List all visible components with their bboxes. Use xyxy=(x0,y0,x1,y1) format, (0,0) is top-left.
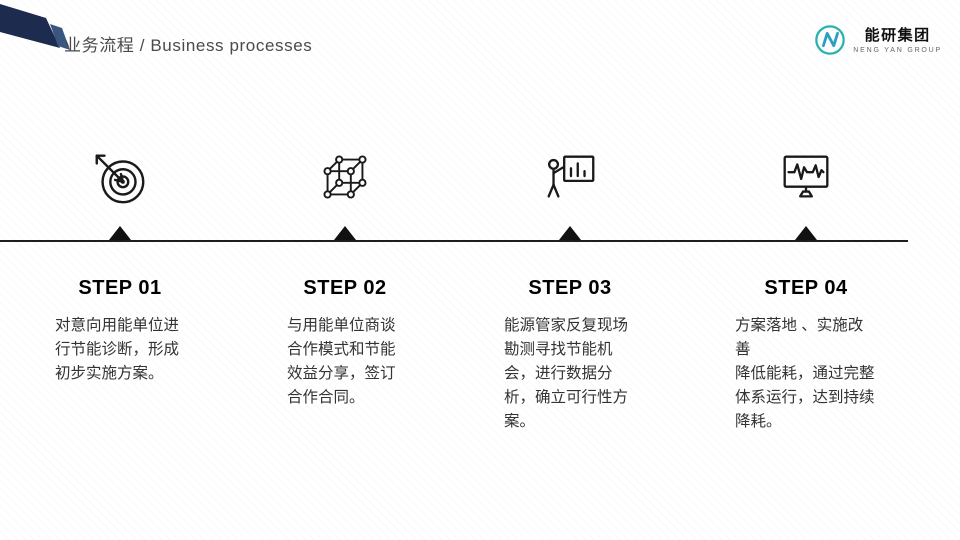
timeline-marker-triangle xyxy=(559,226,581,240)
timeline-marker-triangle xyxy=(795,226,817,240)
step-description: 与用能单位商谈合作模式和节能效益分享，签订合作合同。 xyxy=(287,317,396,407)
timeline-line xyxy=(0,240,908,242)
step-label: STEP 04 xyxy=(764,277,848,299)
logo-text: 能研集团 NENG YAN GROUP xyxy=(853,27,942,54)
dart-target-icon xyxy=(89,142,151,212)
logo-icon xyxy=(815,25,846,55)
logo-caption: NENG YAN GROUP xyxy=(853,46,942,54)
step-column-1: STEP 01 对意向用能单位进行节能诊断，形成初步实施方案。 xyxy=(18,142,222,386)
step-label: STEP 03 xyxy=(528,277,612,299)
timeline-marker-triangle xyxy=(334,226,356,240)
step-label: STEP 01 xyxy=(78,277,162,299)
timeline-marker-triangle xyxy=(109,226,131,240)
step-description: 对意向用能单位进行节能诊断，形成初步实施方案。 xyxy=(55,317,180,383)
step-column-3: STEP 03 能源管家反复现场勘测寻找节能机会，进行数据分析，确立可行性方案。 xyxy=(468,142,672,434)
slide-title: 业务流程 / Business processes xyxy=(64,36,313,55)
presenter-chart-icon xyxy=(539,142,601,212)
monitor-waveform-icon xyxy=(775,142,837,212)
step-label: STEP 02 xyxy=(303,277,387,299)
step-column-4: STEP 04 方案落地 、实施改善 降低能耗，通过完整体系运行，达到持续降耗。 xyxy=(700,142,912,434)
company-logo: 能研集团 NENG YAN GROUP xyxy=(814,24,942,56)
corner-banner-decoration xyxy=(0,4,70,50)
step-description: 能源管家反复现场勘测寻找节能机会，进行数据分析，确立可行性方案。 xyxy=(504,317,629,431)
step-column-2: STEP 02 与用能单位商谈合作模式和节能效益分享，签订合作合同。 xyxy=(243,142,447,410)
logo-name: 能研集团 xyxy=(864,26,931,44)
cube-lattice-icon xyxy=(314,142,376,212)
step-description: 方案落地 、实施改善 降低能耗，通过完整体系运行，达到持续降耗。 xyxy=(735,317,875,431)
